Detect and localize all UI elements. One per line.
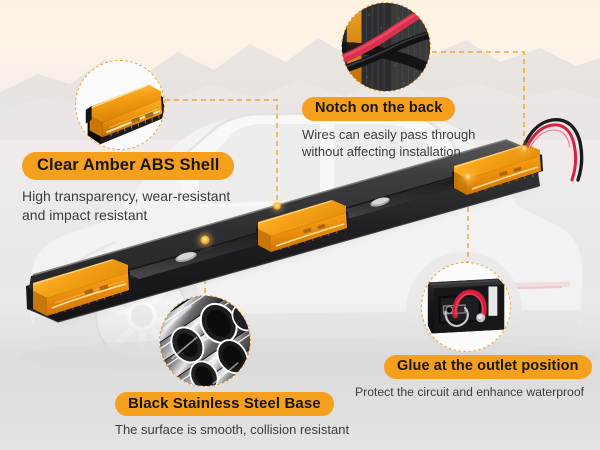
connector-notch-on-the-back: [432, 51, 525, 147]
connector-clear-amber-abs-shell: [165, 99, 278, 203]
callout-node-dots: [198, 143, 530, 247]
inset-black-stainless-steel-base: [159, 295, 251, 387]
callout-desc-clear-amber-abs-shell: High transparency, wear-resistant and im…: [22, 187, 231, 223]
steel-tubes-photo: [160, 296, 250, 386]
callout-clear-amber-abs-shell: Clear Amber ABS Shell High transparency,…: [22, 152, 235, 225]
inset-clear-amber-abs-shell: [75, 60, 165, 150]
inset-notch-on-the-back: [341, 2, 431, 92]
callout-title-clear-amber-abs-shell: Clear Amber ABS Shell: [22, 152, 235, 180]
callout-glue-at-the-outlet-position: Glue at the outlet position Protect the …: [355, 355, 592, 400]
callout-desc-black-stainless-steel-base: The surface is smooth, collision resista…: [115, 422, 350, 438]
callout-black-stainless-steel-base: Black Stainless Steel Base The surface i…: [115, 392, 349, 438]
amber-lens-module-photo: [76, 61, 164, 149]
amber-lens-middle: [256, 200, 349, 252]
glued-wire-outlet-photo: [422, 263, 510, 351]
inset-glue-at-the-outlet-position: [421, 262, 511, 352]
callout-desc-glue-at-the-outlet-position: Protect the circuit and enhance waterpro…: [355, 384, 584, 399]
callout-title-notch-on-the-back: Notch on the back: [302, 97, 456, 121]
callout-title-black-stainless-steel-base: Black Stainless Steel Base: [115, 392, 334, 417]
callout-notch-on-the-back: Notch on the back Wires can easily pass …: [302, 97, 475, 160]
callout-desc-notch-on-the-back: Wires can easily pass through without af…: [302, 126, 476, 159]
wire-leads: [522, 118, 584, 182]
amber-lens-right: [452, 144, 543, 195]
amber-lens-left: [31, 259, 131, 316]
wire-notch-closeup-photo: [342, 3, 430, 91]
callout-title-glue-at-the-outlet-position: Glue at the outlet position: [384, 355, 592, 379]
